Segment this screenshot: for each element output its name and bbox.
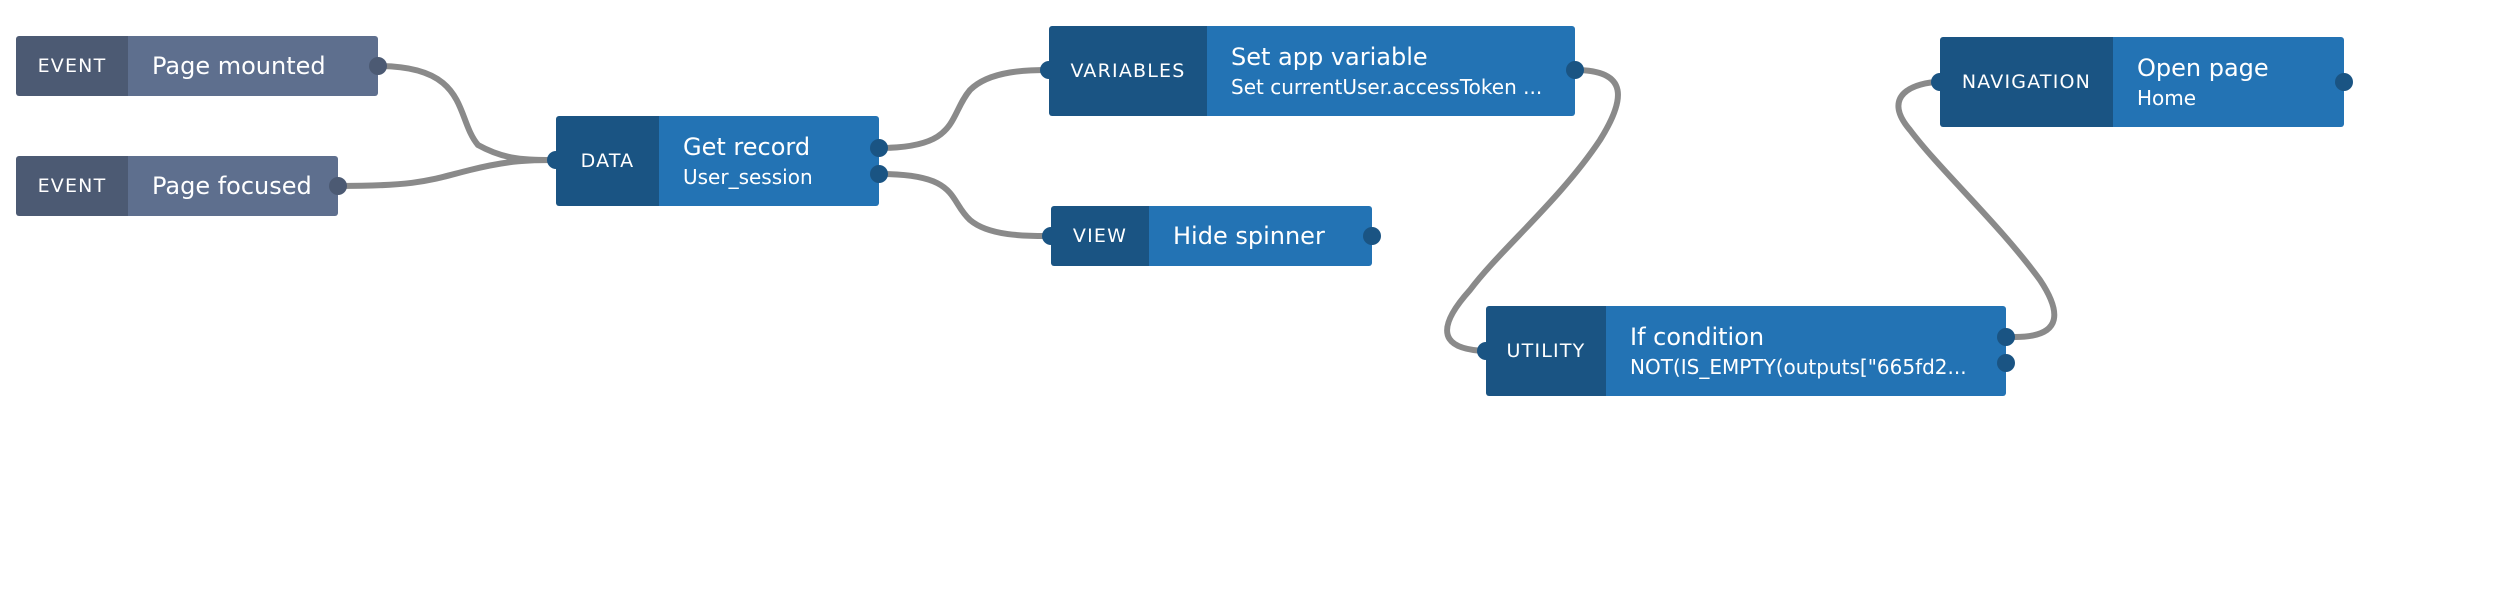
utility-node-if-condition[interactable]: UTILITY If condition NOT(IS_EMPTY(output… [1477,306,2015,396]
event-node-page-mounted[interactable]: EVENT Page mounted [16,36,387,96]
event-tag: EVENT [16,156,128,216]
variables-tag: VARIABLES [1049,26,1207,116]
node-title: Open page [2137,54,2269,82]
variables-node-set-app-variable[interactable]: VARIABLES Set app variable Set currentUs… [1040,26,1584,116]
navigation-body: Open page Home [2113,37,2344,127]
output-port-success[interactable] [870,139,888,157]
node-title: Hide spinner [1173,222,1325,250]
navigation-node-open-page[interactable]: NAVIGATION Open page Home [1931,37,2353,127]
output-port[interactable] [329,177,347,195]
wire-set-variable-to-if-condition[interactable] [1444,67,1621,354]
output-port[interactable] [1566,61,1584,79]
node-title: Page mounted [152,52,326,80]
input-port[interactable] [1042,227,1060,245]
event-tag: EVENT [16,36,128,96]
node-title: Page focused [152,172,312,200]
view-body: Hide spinner [1149,206,1372,266]
input-port[interactable] [547,151,565,169]
node-subtitle: NOT(IS_EMPTY(outputs["665fd2... [1630,355,1967,379]
node-title: If condition [1630,323,1765,351]
data-tag: DATA [556,116,659,206]
event-body: Page focused [128,156,338,216]
input-port[interactable] [1477,342,1495,360]
input-port[interactable] [1040,61,1058,79]
wire-focused-to-get-record[interactable] [335,157,559,189]
node-title: Get record [683,133,811,161]
event-node-page-focused[interactable]: EVENT Page focused [16,156,347,216]
input-port[interactable] [1931,73,1949,91]
output-port[interactable] [1363,227,1381,245]
variables-body: Set app variable Set currentUser.accessT… [1207,26,1575,116]
wire-mounted-to-get-record[interactable] [375,63,559,163]
data-node-get-record[interactable]: DATA Get record User_session [547,116,888,206]
view-tag: VIEW [1051,206,1149,266]
output-port[interactable] [2335,73,2353,91]
utility-tag: UTILITY [1486,306,1606,396]
node-subtitle: User_session [683,165,813,189]
output-port-true[interactable] [1997,328,2015,346]
wire-get-record-to-set-variable[interactable] [876,67,1052,151]
data-body: Get record User_session [659,116,879,206]
view-node-hide-spinner[interactable]: VIEW Hide spinner [1042,206,1381,266]
utility-body: If condition NOT(IS_EMPTY(outputs["665fd… [1606,306,2006,396]
output-port-error[interactable] [870,165,888,183]
wire-get-record-to-hide-spinner[interactable] [876,171,1054,240]
navigation-tag: NAVIGATION [1940,37,2113,127]
wire-if-condition-to-open-page[interactable] [1895,79,2058,340]
node-subtitle: Home [2137,86,2197,110]
node-subtitle: Set currentUser.accessToken ... [1231,75,1543,99]
event-body: Page mounted [128,36,378,96]
output-port[interactable] [369,57,387,75]
node-title: Set app variable [1231,43,1428,71]
output-port-false[interactable] [1997,354,2015,372]
